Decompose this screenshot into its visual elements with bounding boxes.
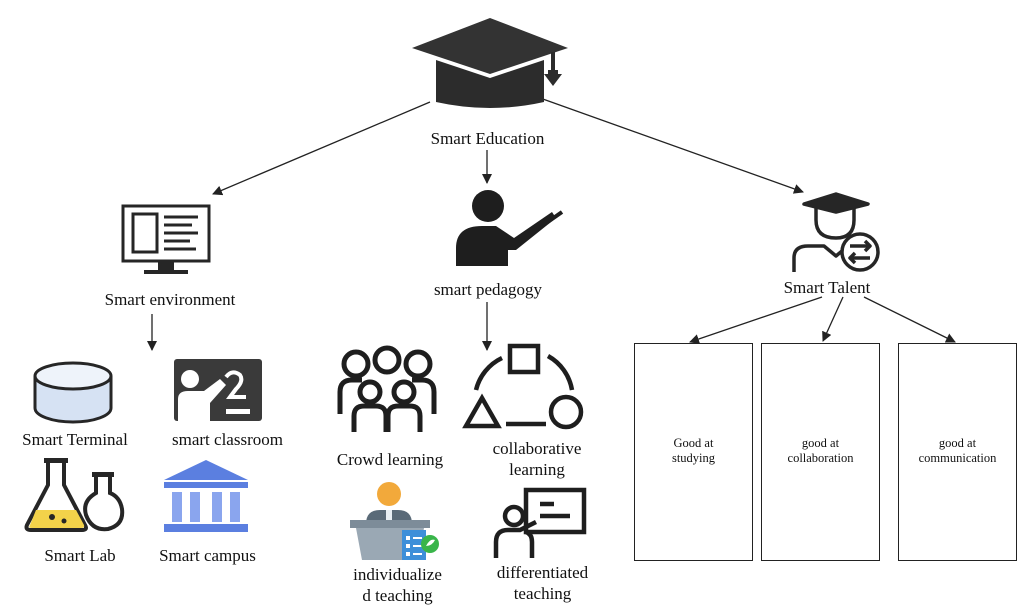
smart-lab-label: Smart Lab <box>44 546 116 565</box>
arrow-root-to-environment <box>212 101 431 196</box>
arrow-root-to-talent <box>539 97 804 194</box>
root-label: Smart Education <box>430 129 545 148</box>
database-cylinder-icon <box>33 361 113 424</box>
smart-campus-label: Smart campus <box>159 546 256 565</box>
talent-box-1-line-1: Good at <box>673 436 714 450</box>
talent-box-3-line-1: good at <box>938 436 977 450</box>
collaborative-line-1: collaborative <box>492 439 582 458</box>
lecturer-podium-icon <box>350 482 439 560</box>
talent-box-2-line-2: collaboration <box>787 451 854 465</box>
differentiated-line-2: teaching <box>513 584 572 603</box>
pedagogy-label: smart pedagogy <box>433 280 543 299</box>
arrow-talent-to-box-1 <box>689 296 823 344</box>
talent-box-communication-text: good at communication <box>899 436 1016 466</box>
crowd-learning-label: Crowd learning <box>336 450 444 469</box>
individualized-line-1: individualize <box>353 565 442 584</box>
talent-box-studying-text: Good at studying <box>635 436 752 466</box>
arrow-talent-to-box-2 <box>822 296 844 342</box>
talent-box-studying: Good at studying <box>634 343 753 561</box>
differentiated-teaching-label: differentiated teaching <box>470 562 615 604</box>
individualized-line-2: d teaching <box>362 586 433 605</box>
shapes-cycle-icon <box>462 343 584 430</box>
graduate-exchange-icon <box>792 192 880 272</box>
graduation-cap-icon <box>412 18 568 108</box>
talent-box-1-line-2: studying <box>671 451 716 465</box>
collaborative-line-2: learning <box>509 460 565 479</box>
teacher-pointer-icon <box>456 190 564 266</box>
arrow-talent-to-box-3 <box>863 296 956 343</box>
smart-terminal-label: Smart Terminal <box>22 430 128 449</box>
talent-box-collaboration: good at collaboration <box>761 343 880 561</box>
collaborative-learning-label: collaborative learning <box>462 438 612 480</box>
talent-label: Smart Talent <box>783 278 871 297</box>
lab-flask-icon <box>24 458 125 532</box>
smart-classroom-label: smart classroom <box>172 430 283 449</box>
individualized-teaching-label: individualize d teaching <box>325 564 470 606</box>
talent-box-communication: good at communication <box>898 343 1017 561</box>
talent-box-2-line-1: good at <box>801 436 840 450</box>
classroom-board-icon <box>174 359 262 421</box>
presenter-board-icon <box>493 487 587 558</box>
talent-box-3-line-2: communication <box>918 451 997 465</box>
computer-monitor-icon <box>121 204 211 274</box>
crowd-people-icon <box>337 345 437 432</box>
talent-box-collaboration-text: good at collaboration <box>762 436 879 466</box>
differentiated-line-1: differentiated <box>496 563 589 582</box>
campus-building-icon <box>164 460 248 532</box>
environment-label: Smart environment <box>104 290 236 309</box>
